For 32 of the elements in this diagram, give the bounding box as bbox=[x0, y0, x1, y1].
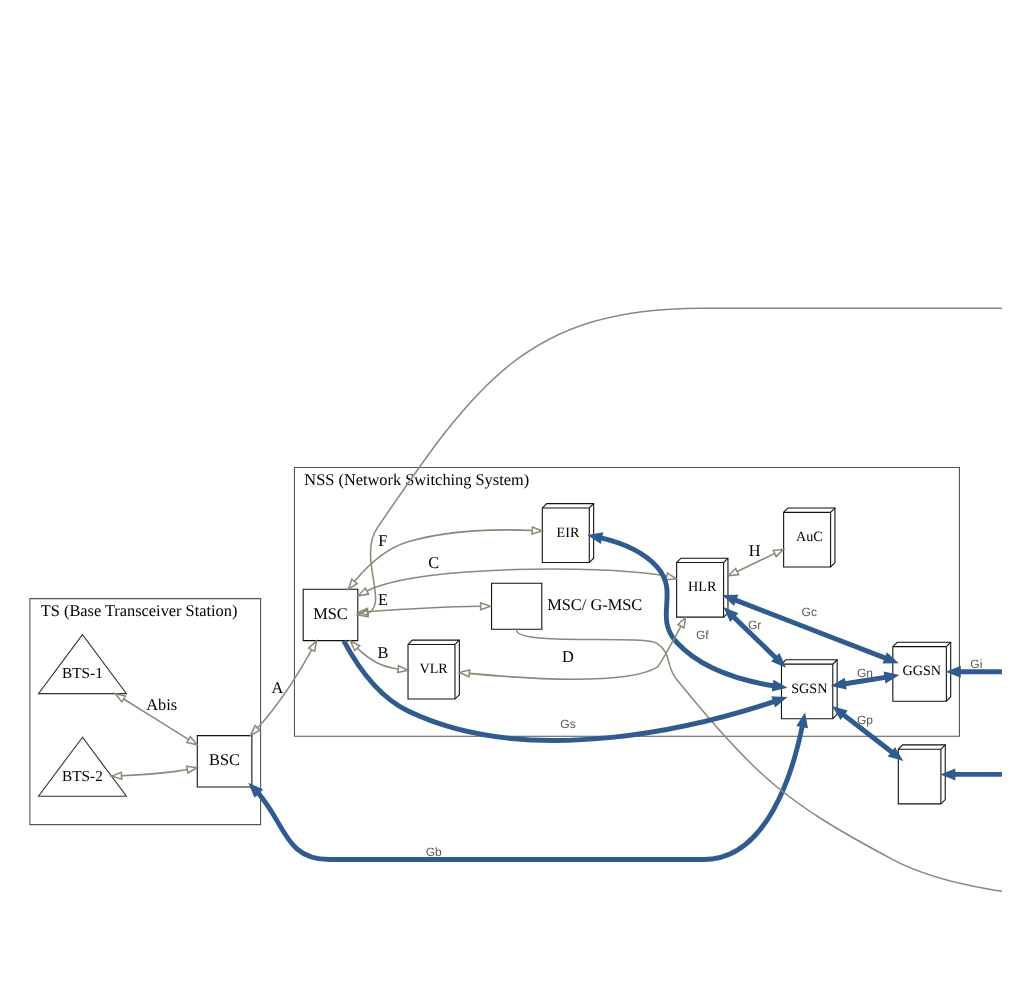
arrow bbox=[248, 711, 808, 862]
arrow bbox=[355, 600, 493, 617]
edge-label: F bbox=[378, 531, 388, 550]
edge-label: A bbox=[271, 677, 284, 696]
arrow bbox=[940, 767, 1002, 780]
arrow bbox=[726, 547, 786, 576]
node-label: MSC/ G-MSC bbox=[547, 595, 643, 614]
arrow bbox=[113, 691, 199, 745]
arrow bbox=[457, 614, 687, 679]
arrow bbox=[945, 664, 1002, 677]
arrow bbox=[109, 764, 200, 780]
arrow bbox=[832, 704, 904, 761]
edge-label: Abis bbox=[146, 694, 178, 713]
edge-label: B bbox=[377, 642, 389, 661]
arrow bbox=[346, 524, 545, 590]
node-box bbox=[491, 581, 543, 629]
arrow bbox=[249, 638, 318, 736]
connector bbox=[515, 628, 1003, 891]
edge-label: E bbox=[377, 590, 388, 609]
arrow bbox=[723, 606, 787, 667]
arrow bbox=[830, 670, 900, 689]
arrow bbox=[587, 531, 788, 691]
node-box: MSC bbox=[302, 587, 359, 641]
arrow bbox=[355, 306, 1003, 617]
edge-label: H bbox=[748, 541, 761, 560]
edge-label: D bbox=[562, 646, 574, 665]
arrow bbox=[722, 593, 899, 663]
edge-label: C bbox=[428, 553, 440, 572]
arrow bbox=[341, 638, 788, 742]
arrow bbox=[348, 638, 411, 673]
node-box: BSC bbox=[196, 734, 253, 787]
arrow bbox=[356, 567, 679, 596]
